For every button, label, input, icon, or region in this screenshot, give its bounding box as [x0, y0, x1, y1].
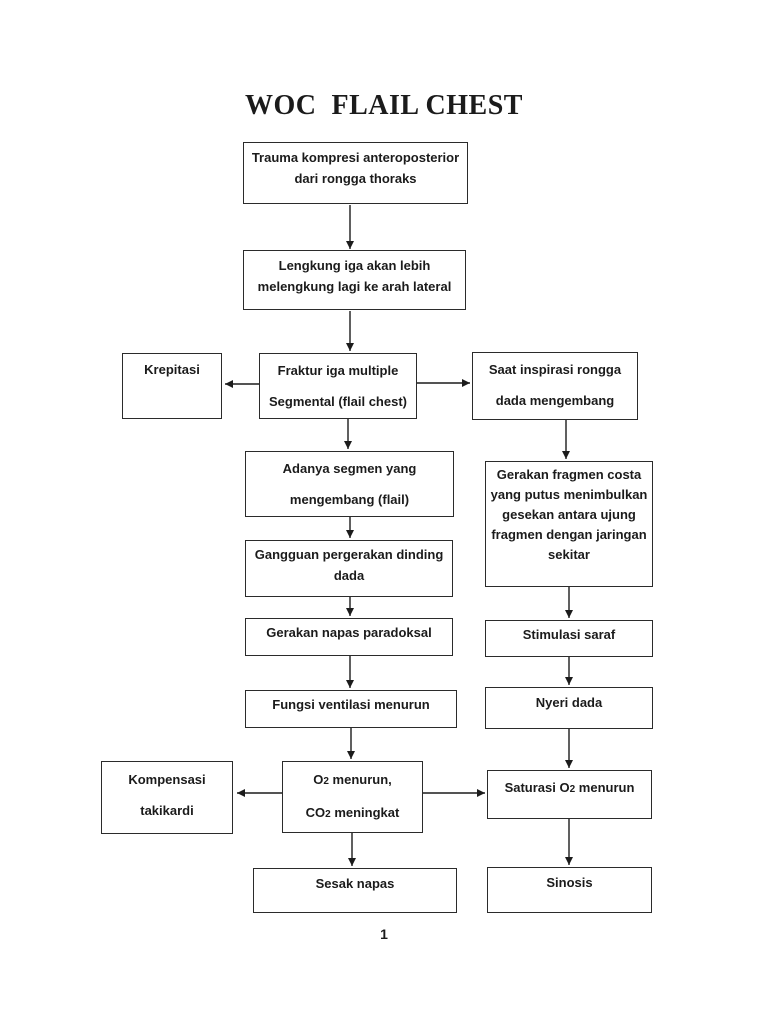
subscript-2: 2: [569, 784, 576, 795]
subscript-2: 2: [323, 776, 329, 787]
node-fraktur-iga-multiple: Fraktur iga multiple Segmental (flail ch…: [259, 353, 417, 419]
node-gerakan-fragmen-costa: Gerakan fragmen costa yang putus menimbu…: [485, 461, 653, 587]
node-text-line: Sinosis: [546, 875, 593, 890]
node-text-line: Fungsi ventilasi menurun: [272, 697, 430, 712]
node-text-line: fragmen dengan jaringan: [491, 527, 647, 542]
node-stimulasi-saraf: Stimulasi saraf: [485, 620, 653, 657]
node-text-line: Krepitasi: [144, 362, 200, 377]
page-title: WOC FLAIL CHEST: [245, 90, 523, 121]
node-nyeri-dada: Nyeri dada: [485, 687, 653, 729]
node-text-line: sekitar: [548, 547, 590, 562]
node-text-line: Adanya segmen yang: [282, 461, 417, 476]
node-text-line: Kompensasi: [128, 772, 206, 787]
node-text-line: Stimulasi saraf: [522, 627, 616, 642]
node-text-line: Lengkung iga akan lebih: [278, 258, 431, 273]
node-text-line: Gerakan napas paradoksal: [266, 625, 432, 640]
node-text-line: CO2 meningkat: [305, 805, 400, 820]
node-text-line: Sesak napas: [315, 876, 395, 891]
node-trauma-kompresi: Trauma kompresi anteroposterior dari ron…: [243, 142, 468, 204]
node-text-line: melengkung lagi ke arah lateral: [257, 279, 452, 294]
node-text-line: Gangguan pergerakan dinding: [254, 547, 444, 562]
node-gangguan-pergerakan: Gangguan pergerakan dinding dada: [245, 540, 453, 597]
node-fungsi-ventilasi: Fungsi ventilasi menurun: [245, 690, 457, 728]
node-sinosis: Sinosis: [487, 867, 652, 913]
node-gerakan-napas-paradoksal: Gerakan napas paradoksal: [245, 618, 453, 656]
node-text-line: dada: [333, 568, 365, 583]
node-text-line: gesekan antara ujung: [502, 507, 636, 522]
node-text-line: dada mengembang: [495, 393, 615, 408]
node-saat-inspirasi: Saat inspirasi rongga dada mengembang: [472, 352, 638, 420]
node-saturasi-o2-menurun: Saturasi O2 menurun: [487, 770, 652, 819]
node-text-line: Fraktur iga multiple: [277, 363, 399, 378]
node-text-line: mengembang (flail): [289, 492, 410, 507]
node-lengkung-iga: Lengkung iga akan lebih melengkung lagi …: [243, 250, 466, 310]
node-o2-menurun-co2-meningkat: O2 menurun, CO2 meningkat: [282, 761, 423, 833]
node-kompensasi-takikardi: Kompensasi takikardi: [101, 761, 233, 834]
node-text-line: takikardi: [140, 803, 194, 818]
node-text-line: yang putus menimbulkan: [490, 487, 648, 502]
node-sesak-napas: Sesak napas: [253, 868, 457, 913]
node-text-line: Segmental (flail chest): [269, 394, 407, 409]
node-adanya-segmen: Adanya segmen yang mengembang (flail): [245, 451, 454, 517]
node-text-line: Saturasi O2 menurun: [504, 780, 635, 795]
node-text-line: Gerakan fragmen costa: [496, 467, 642, 482]
node-text-line: dari rongga thoraks: [294, 171, 417, 186]
subscript-2: 2: [325, 809, 331, 820]
node-text-line: Nyeri dada: [535, 695, 603, 710]
page-number: 1: [380, 926, 388, 942]
node-text-line: Saat inspirasi rongga: [488, 362, 622, 377]
node-text-line: Trauma kompresi anteroposterior: [251, 150, 460, 165]
node-text-line: O2 menurun,: [313, 772, 392, 787]
node-krepitasi: Krepitasi: [122, 353, 222, 419]
